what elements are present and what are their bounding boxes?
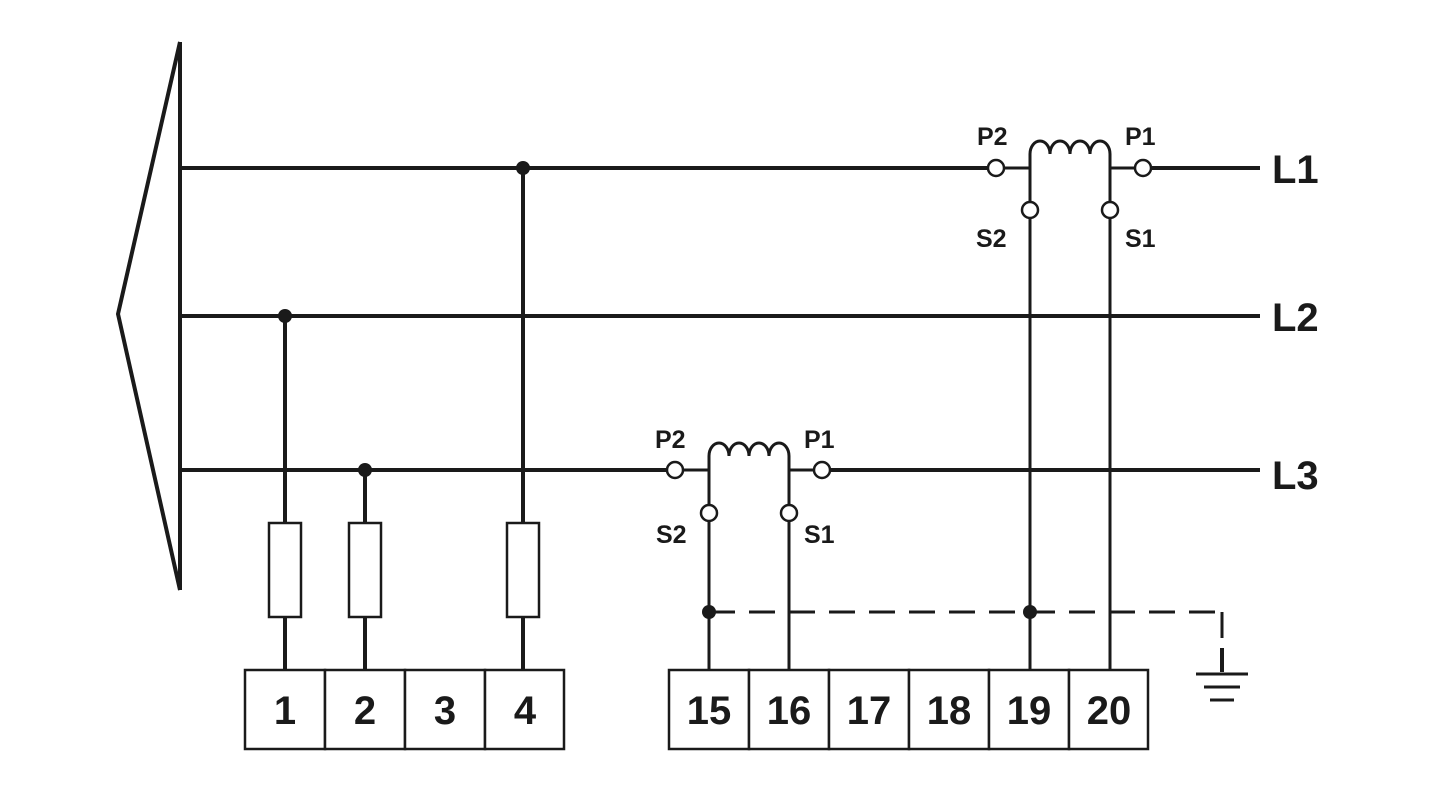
terminal-block-right: 15 16 17 18 19 20	[667, 668, 1150, 751]
line-label-l3: L3	[1272, 454, 1319, 498]
terminal-15-label: 15	[687, 689, 732, 733]
ct-l3-s1-label: S1	[804, 521, 835, 549]
terminal-2-label: 2	[354, 689, 376, 733]
terminal-block-left: 1 2 3 4	[243, 668, 566, 751]
terminal-18-label: 18	[927, 689, 972, 733]
terminal-15	[667, 668, 751, 751]
current-transformer-l1: P2 P1 S2 S1	[976, 123, 1156, 670]
ct-l1-s1-terminal	[1100, 200, 1120, 220]
terminal-20	[1067, 668, 1150, 751]
ct-l3-p1-terminal	[812, 460, 832, 480]
ct-l3-s1-terminal	[779, 503, 799, 523]
ct-l3-s2-terminal	[699, 503, 719, 523]
fuse-4	[505, 521, 541, 619]
terminal-3-label: 3	[434, 689, 456, 733]
ct-l3-p2-terminal	[665, 460, 685, 480]
line-label-l2: L2	[1272, 296, 1319, 340]
terminal-20-label: 20	[1087, 689, 1132, 733]
ct-l1-s1-label: S1	[1125, 225, 1156, 253]
terminal-17	[827, 668, 911, 751]
ct-l1-p2-terminal	[986, 158, 1006, 178]
terminal-4-label: 4	[514, 689, 537, 733]
ct-l1-s2-terminal	[1020, 200, 1040, 220]
current-transformer-l3: P2 P1 S2 S1	[655, 426, 835, 670]
fuse-2	[347, 521, 383, 619]
terminal-19-label: 19	[1007, 689, 1052, 733]
ct-l1-p2-label: P2	[977, 123, 1008, 151]
voltage-tap-1	[267, 309, 303, 670]
ct-l1-s2-label: S2	[976, 225, 1007, 253]
line-label-l1: L1	[1272, 148, 1319, 192]
terminal-19	[987, 668, 1071, 751]
terminal-1-label: 1	[274, 689, 296, 733]
earth-connection	[702, 605, 1224, 670]
voltage-tap-4	[505, 161, 541, 670]
ct-l3-p2-label: P2	[655, 426, 686, 454]
terminal-4	[483, 668, 566, 751]
ct-l3-p1-label: P1	[804, 426, 835, 454]
terminal-16	[747, 668, 831, 751]
terminal-16-label: 16	[767, 689, 812, 733]
voltage-tap-2	[347, 463, 383, 670]
ground-icon	[1196, 648, 1248, 702]
terminal-1	[243, 668, 327, 751]
ct-l1-p1-label: P1	[1125, 123, 1156, 151]
fuse-1	[267, 521, 303, 619]
terminal-17-label: 17	[847, 689, 892, 733]
ct-l3-s2-label: S2	[656, 521, 687, 549]
source-arrow	[115, 41, 182, 591]
terminal-3	[403, 668, 487, 751]
ct-l1-p1-terminal	[1133, 158, 1153, 178]
terminal-2	[323, 668, 407, 751]
